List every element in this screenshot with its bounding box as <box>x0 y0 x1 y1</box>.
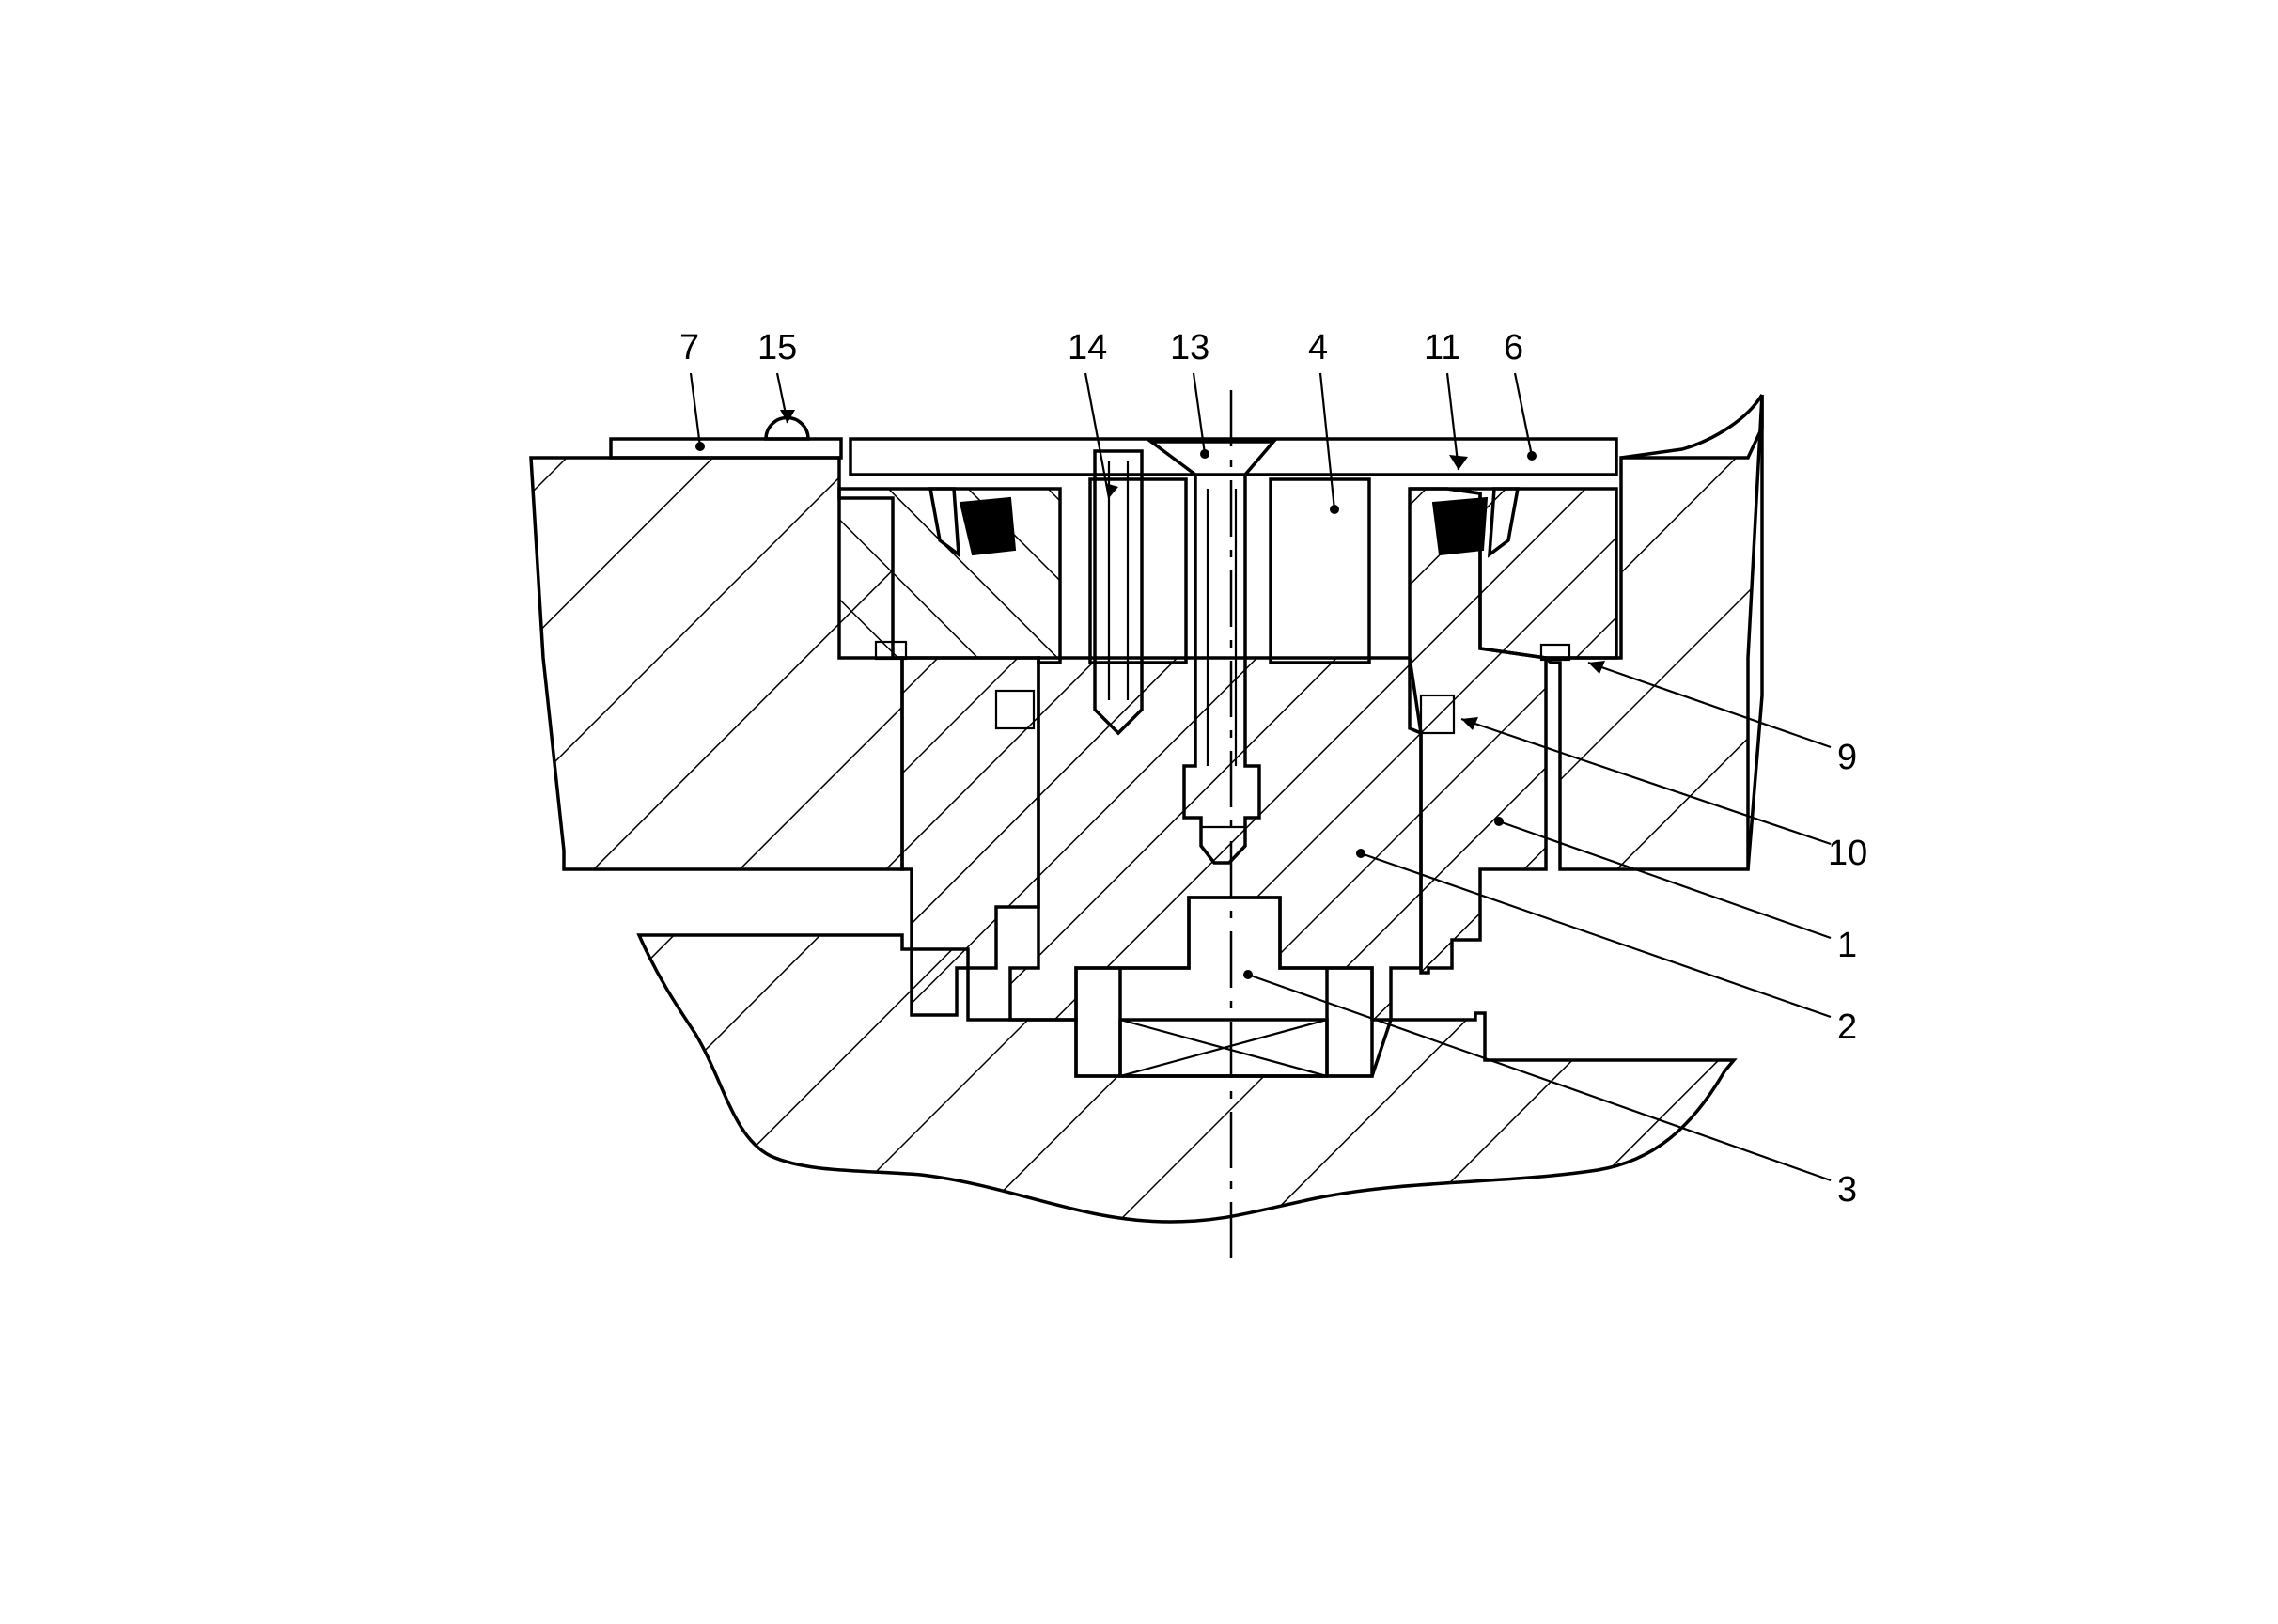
parts-6-7-cover <box>609 415 1618 476</box>
leader-lines <box>689 372 1832 1182</box>
part-3-key <box>1074 896 1374 1078</box>
label-13: 13 <box>1170 328 1209 367</box>
part-13-screw <box>1146 440 1277 865</box>
part-11-seals <box>928 487 1521 558</box>
label-1: 1 <box>1837 926 1857 965</box>
label-2: 2 <box>1837 1007 1857 1047</box>
label-7: 7 <box>679 328 699 367</box>
table-body <box>529 394 1764 871</box>
label-3: 3 <box>1837 1170 1857 1210</box>
label-11: 11 <box>1424 328 1460 367</box>
part-14-pin <box>1093 449 1144 736</box>
reference-labels: 7 15 14 13 4 11 6 9 10 1 2 3 <box>679 328 1867 1210</box>
part-2-plunger <box>1008 656 1423 1022</box>
label-6: 6 <box>1504 328 1523 367</box>
lower-bed <box>636 933 1738 1224</box>
label-15: 15 <box>757 328 797 367</box>
leader-dots <box>695 410 1605 979</box>
parts-9-10-orings <box>874 640 1571 735</box>
label-10: 10 <box>1828 834 1867 873</box>
label-9: 9 <box>1837 738 1857 777</box>
label-4: 4 <box>1308 328 1328 367</box>
label-14: 14 <box>1068 328 1107 367</box>
part-4-insert <box>1088 477 1371 664</box>
part-1-sleeve <box>1408 487 1618 975</box>
